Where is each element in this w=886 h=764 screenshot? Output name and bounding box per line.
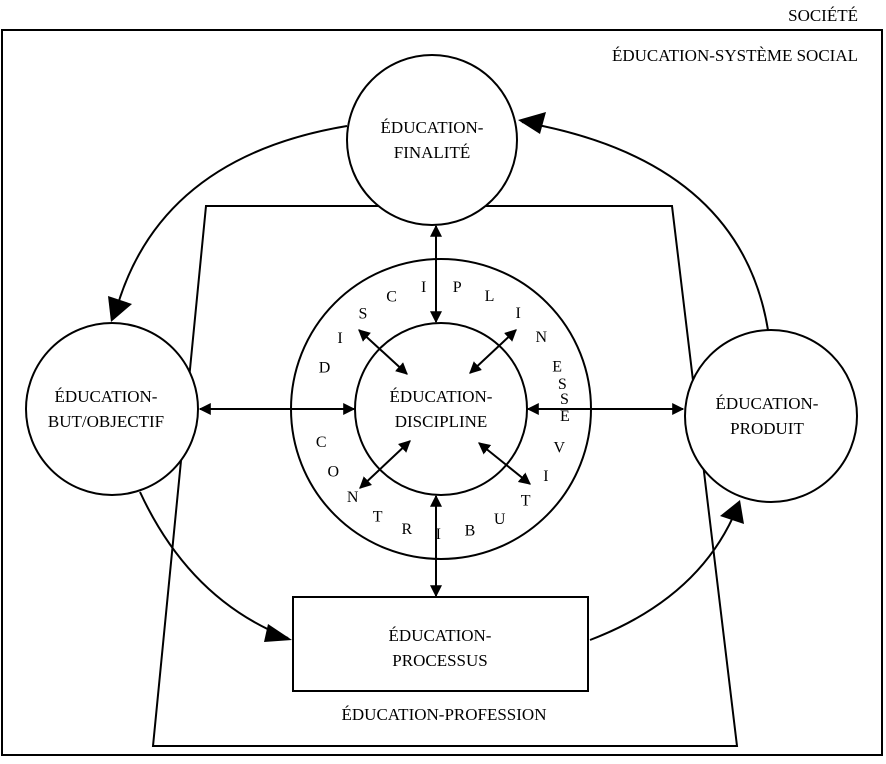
produit-label-1: ÉDUCATION- <box>716 394 819 413</box>
but-circle <box>25 322 199 496</box>
finalite-circle <box>346 54 518 226</box>
contributives-letter: N <box>347 489 359 506</box>
profession-label: ÉDUCATION-PROFESSION <box>342 705 547 724</box>
disciplines-letter: D <box>319 360 331 377</box>
contributives-letter: E <box>560 408 570 425</box>
arrow-processus-to-produit <box>589 507 738 641</box>
disciplines-letter: N <box>536 329 548 346</box>
link-diag-lower-right <box>478 442 531 485</box>
finalite-label-2: FINALITÉ <box>394 143 470 162</box>
profession-trapezoid <box>151 205 739 747</box>
processus-label-1: ÉDUCATION- <box>389 626 492 645</box>
disciplines-letter: C <box>386 288 397 305</box>
arrowhead-finalite <box>518 112 546 134</box>
contributives-letter: I <box>543 468 548 485</box>
link-diag-lower-left <box>359 440 411 489</box>
disciplines-letter: S <box>560 391 569 408</box>
arrow-finalite-to-but <box>113 125 348 319</box>
but-label-1: ÉDUCATION- <box>55 387 158 406</box>
arrowhead-produit <box>720 500 744 524</box>
contributives-letter: T <box>521 493 531 510</box>
finalite-label-1: ÉDUCATION- <box>381 118 484 137</box>
contributives-letter: B <box>465 523 476 540</box>
contributives-letter: V <box>554 439 566 456</box>
contributives-letter: R <box>401 521 412 538</box>
arrow-but-to-processus <box>139 491 289 639</box>
disciplines-letter: I <box>516 305 521 322</box>
contributives-letter: S <box>558 376 567 393</box>
contributives-letter: T <box>373 509 383 526</box>
processus-label-2: PROCESSUS <box>392 651 487 670</box>
disciplines-letter: I <box>421 279 426 296</box>
disciplines-letter: L <box>485 288 495 305</box>
disciplines-letter: E <box>552 359 562 376</box>
arrowhead-but <box>108 296 132 322</box>
produit-label-2: PRODUIT <box>730 419 804 438</box>
societe-frame <box>1 29 883 756</box>
arrow-produit-to-finalite <box>521 121 769 331</box>
discipline-label-1: ÉDUCATION- <box>390 387 493 406</box>
but-label-2: BUT/OBJECTIF <box>48 412 164 431</box>
contributives-letter: O <box>328 464 340 481</box>
link-diag-upper-right <box>469 329 517 374</box>
processus-box <box>292 596 589 692</box>
disciplines-letter: S <box>359 306 368 323</box>
arrowhead-processus <box>264 624 292 642</box>
contributives-letter: U <box>494 511 506 528</box>
discipline-label-2: DISCIPLINE <box>395 412 488 431</box>
systeme-social-label: ÉDUCATION-SYSTÈME SOCIAL <box>612 46 858 65</box>
contributives-letter: C <box>316 434 327 451</box>
produit-circle <box>684 329 858 503</box>
link-diag-upper-left <box>358 329 408 375</box>
disciplines-letter: P <box>453 279 462 296</box>
societe-label: SOCIÉTÉ <box>788 6 858 25</box>
disciplines-letter: I <box>337 330 342 347</box>
